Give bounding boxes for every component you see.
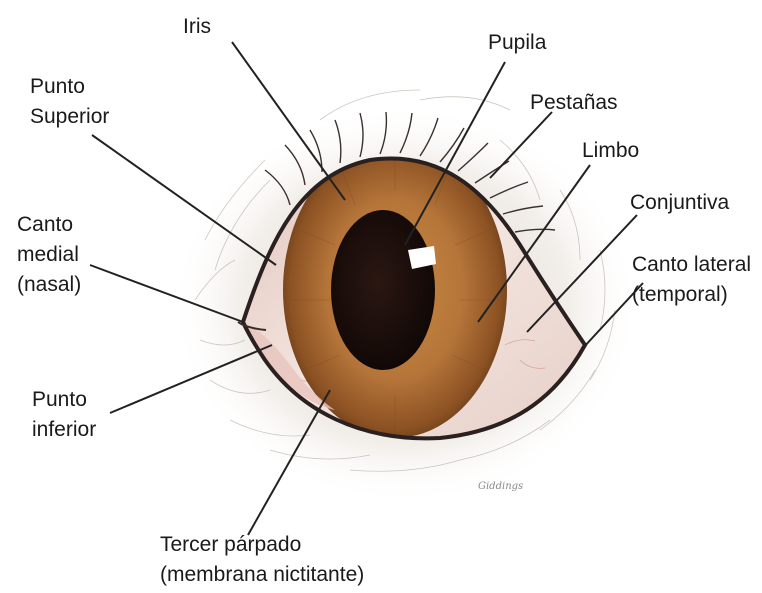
label-pestanas: Pestañas bbox=[530, 88, 618, 118]
label-iris: Iris bbox=[183, 12, 211, 42]
pupil bbox=[331, 210, 435, 370]
artist-signature: Giddings bbox=[478, 481, 523, 492]
label-limbo: Limbo bbox=[582, 136, 639, 166]
label-conjuntiva: Conjuntiva bbox=[630, 188, 729, 218]
label-tercer-parpado: Tercer párpado(membrana nictitante) bbox=[160, 530, 364, 590]
label-canto-lateral: Canto lateral(temporal) bbox=[632, 250, 751, 310]
label-pupila: Pupila bbox=[488, 28, 546, 58]
